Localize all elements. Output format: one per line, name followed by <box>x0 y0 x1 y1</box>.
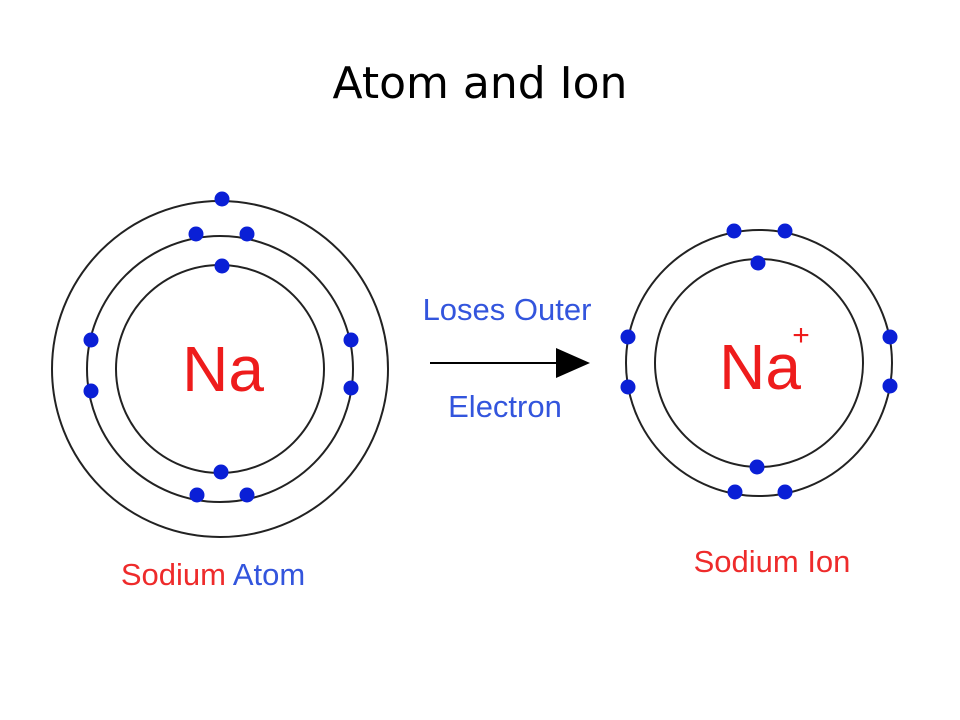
ion-label: Sodium Ion <box>694 544 851 579</box>
ion-symbol: Na <box>719 331 801 403</box>
electron <box>213 464 229 480</box>
electron <box>727 484 743 500</box>
ion-label-type: Ion <box>807 544 850 579</box>
sodium-ion: Na + Sodium Ion <box>620 223 898 579</box>
arrowhead-icon <box>556 348 590 378</box>
electron <box>343 332 359 348</box>
atom-symbol: Na <box>182 333 264 405</box>
electron <box>239 487 255 503</box>
atom-label: Sodium Atom <box>121 557 305 592</box>
atom-label-type: Atom <box>233 557 305 592</box>
electron <box>749 459 765 475</box>
electron <box>620 379 636 395</box>
electron <box>214 258 230 274</box>
electron <box>726 223 742 239</box>
ion-label-name: Sodium <box>694 544 808 579</box>
electron <box>83 332 99 348</box>
electron <box>83 383 99 399</box>
electron <box>777 484 793 500</box>
ion-shell-outer <box>625 229 893 497</box>
electron <box>620 329 636 345</box>
atom-shell-middle <box>86 235 354 503</box>
electron <box>214 191 230 207</box>
sodium-atom: Na Sodium Atom <box>51 191 389 592</box>
electron <box>777 223 793 239</box>
arrow-caption-line1: Loses Outer <box>423 292 592 327</box>
transition-arrow: Loses Outer Electron <box>423 292 592 424</box>
electron <box>189 487 205 503</box>
arrow-caption-line2: Electron <box>448 389 562 424</box>
electron <box>343 380 359 396</box>
electron <box>188 226 204 242</box>
atom-label-name: Sodium <box>121 557 233 592</box>
ion-charge: + <box>792 319 810 352</box>
electron <box>239 226 255 242</box>
slide-title: Atom and Ion <box>332 58 628 109</box>
electron <box>750 255 766 271</box>
electron <box>882 378 898 394</box>
electron <box>882 329 898 345</box>
